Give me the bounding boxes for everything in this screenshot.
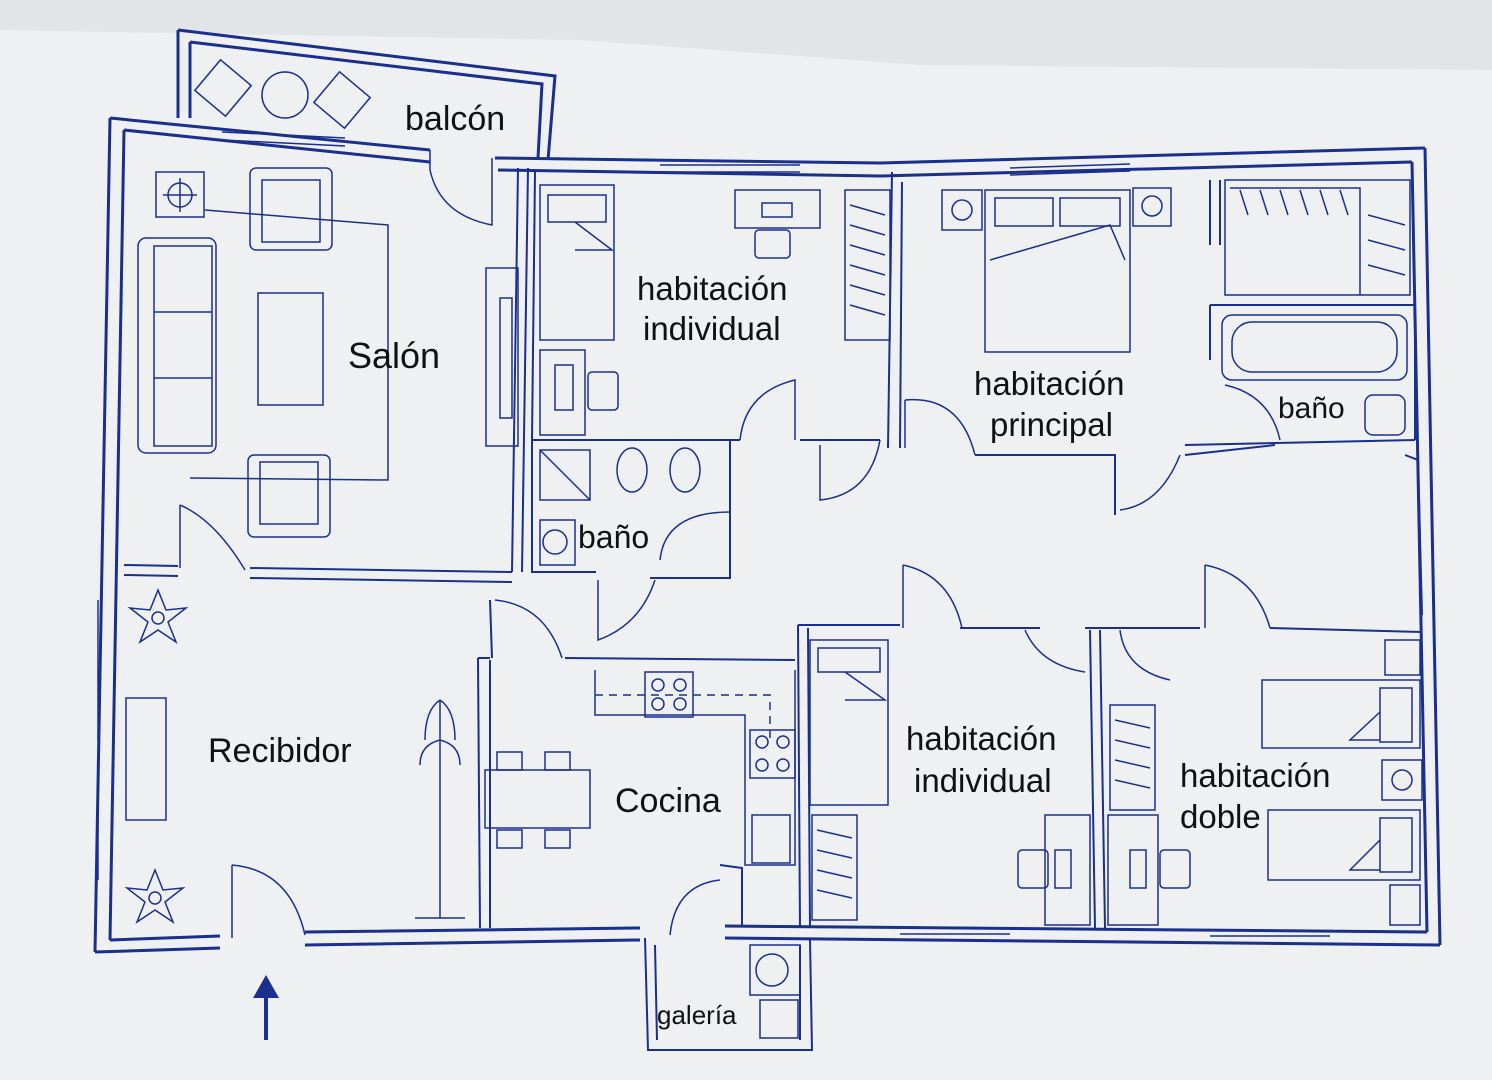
- lamp-icon-2: [941, 189, 983, 231]
- door-entrance: [231, 864, 306, 938]
- coat-rack-icon: [415, 699, 465, 919]
- stove-icon-2: [749, 729, 796, 779]
- hab-individual-1-furniture: [539, 184, 891, 436]
- door-bano-principal: [1224, 384, 1281, 441]
- door-hab-individual-1: [739, 379, 796, 441]
- door-hab-doble-b: [1119, 629, 1171, 681]
- door-galeria: [669, 879, 721, 936]
- hab-doble-furniture: [1107, 639, 1423, 926]
- bano-central-furniture: [539, 447, 701, 566]
- label-hab-individual-1-line1: habitación: [637, 270, 787, 307]
- bathtub-icon: [1221, 314, 1408, 381]
- label-hab-individual-1-line2: individual: [643, 310, 781, 347]
- bed-icon-double: [984, 189, 1131, 353]
- desk-icon: [734, 189, 821, 229]
- door-bano-central: [659, 511, 731, 561]
- salon-furniture: [137, 167, 519, 538]
- cocina-furniture: [484, 670, 796, 866]
- entrance-arrow-icon: [253, 975, 279, 1040]
- washing-machine-icon: [749, 944, 801, 996]
- sofa-icon: [137, 237, 217, 454]
- bed-icon-3: [1261, 679, 1421, 749]
- armchair-icon-2: [247, 454, 331, 538]
- label-galeria: galería: [657, 1000, 737, 1030]
- label-recibidor: Recibidor: [208, 732, 352, 770]
- label-hab-principal-line1: habitación: [974, 365, 1124, 402]
- bed-icon: [539, 184, 615, 341]
- label-hab-principal-line2: principal: [990, 406, 1113, 443]
- stove-icon: [644, 671, 694, 718]
- label-balcon: balcón: [405, 100, 505, 138]
- desk-icon-2: [539, 349, 586, 436]
- outer-walls: [93, 28, 1442, 954]
- door-hallway: [597, 579, 656, 642]
- label-hab-doble-line2: doble: [1180, 798, 1261, 835]
- hab-individual-2-furniture: [809, 639, 1091, 926]
- door-balcony: [429, 150, 493, 226]
- shower-icon: [539, 449, 591, 501]
- label-hab-individual-2-line2: individual: [914, 762, 1052, 799]
- chair-icon: [754, 229, 791, 259]
- sink-icon-2: [751, 814, 791, 864]
- recibidor-furniture: [124, 587, 465, 924]
- chair-icon: [193, 58, 253, 118]
- desk-icon-3: [1044, 814, 1091, 926]
- door-hab-principal-b: [1119, 454, 1181, 511]
- label-bano-principal: baño: [1278, 392, 1345, 425]
- door-hab-individual-2: [902, 564, 963, 629]
- desk-icon-4: [1107, 814, 1159, 926]
- chair-icon-2: [312, 70, 372, 130]
- door-hab-individual-1b: [819, 439, 881, 501]
- wardrobe-icon-3: [811, 814, 858, 921]
- door-salon: [179, 504, 246, 571]
- rug: [189, 209, 389, 481]
- wardrobe-icon: [844, 189, 891, 341]
- balcony-furniture: [193, 58, 372, 130]
- lamp-icon-3: [1132, 187, 1172, 227]
- plant-icon-2: [124, 867, 186, 924]
- toilet-icon-2: [669, 447, 701, 493]
- lamp-icon: [155, 171, 205, 218]
- armchair-icon: [249, 167, 333, 251]
- toilet-icon: [616, 447, 648, 493]
- bed-icon-2: [809, 639, 889, 806]
- door-cocina: [494, 599, 563, 659]
- door-hab-principal: [904, 398, 976, 456]
- galeria-furniture: [749, 944, 801, 1039]
- wardrobe-icon-4: [1109, 704, 1156, 811]
- round-table: [261, 71, 309, 119]
- wardrobe-icon-2: [1224, 179, 1411, 296]
- toilet-icon-3: [1364, 394, 1406, 436]
- windows: [97, 131, 1330, 937]
- door-hab-individual-2b: [1024, 629, 1086, 673]
- door-hab-doble: [1204, 564, 1271, 629]
- doors: [179, 150, 1281, 938]
- label-cocina: Cocina: [615, 782, 721, 820]
- label-hab-individual-2-line1: habitación: [906, 720, 1056, 757]
- coffee-table: [257, 292, 324, 406]
- sink-icon-3: [759, 999, 799, 1039]
- hab-principal-furniture: [941, 179, 1411, 436]
- tv-icon: [485, 267, 519, 447]
- plant-icon: [127, 587, 189, 644]
- label-salon: Salón: [348, 335, 440, 376]
- dining-table-icon: [484, 769, 591, 829]
- console-table: [125, 697, 167, 821]
- label-bano-central: baño: [578, 519, 649, 555]
- paper-shadow-edge: [0, 0, 1492, 70]
- interior-walls: [123, 167, 1423, 1051]
- bed-icon-4: [1267, 809, 1421, 881]
- label-hab-doble-line1: habitación: [1180, 757, 1330, 794]
- sink-icon: [539, 519, 576, 566]
- lamp-icon-4: [1381, 759, 1423, 801]
